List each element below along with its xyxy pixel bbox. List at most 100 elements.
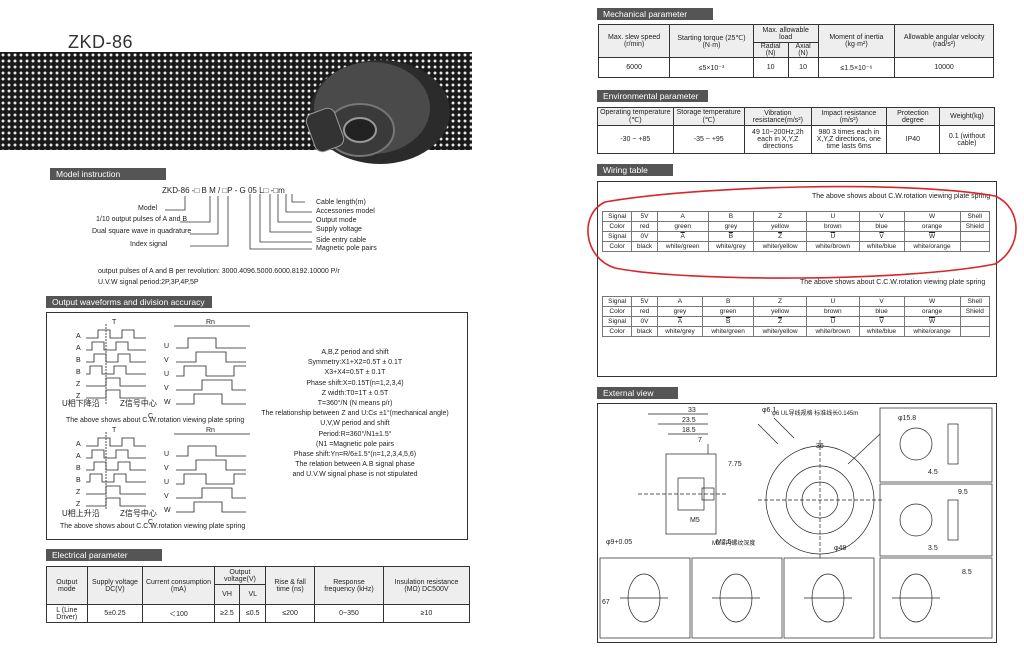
note-line: The relationship between Z and U:C≤ ±1°(… <box>261 410 449 418</box>
th-starting-torque: Starting torque (25℃) (N·m) <box>669 24 754 58</box>
environmental-heading: Environmental parameter <box>597 90 708 102</box>
svg-text:U: U <box>164 451 169 458</box>
cell: white/blue <box>858 326 905 337</box>
cell: white/green <box>702 326 755 337</box>
model-label-pole-pairs: Magnetic pole pairs <box>316 245 377 252</box>
cell: W <box>903 316 961 327</box>
dim-3-5: 3.5 <box>928 545 938 552</box>
th-current: Current consumption (mA) <box>142 566 215 605</box>
note-line: Phase shift:X=0.15T(n=1,2,3,4) <box>306 379 404 387</box>
dim-m2-5: M2.5 <box>716 539 732 546</box>
cell <box>959 241 991 252</box>
cell: ≥2.5 <box>213 604 241 623</box>
dim-phi48: φ48 <box>834 545 846 552</box>
cell: white/brown <box>806 241 860 252</box>
cell: green <box>702 306 755 317</box>
th-radial: Radial (N) <box>752 42 789 58</box>
cell: Z <box>753 296 808 307</box>
th-insulation: Insulation resistance (MΩ) DC500V <box>382 566 471 605</box>
cell: ≤5×10⁻³ <box>669 57 754 78</box>
electrical-table: Output mode Supply voltage DC(V) Current… <box>46 566 471 623</box>
mechanical-heading: Mechanical parameter <box>597 8 713 20</box>
svg-text:C: C <box>148 413 153 420</box>
cell: black <box>631 326 658 337</box>
cell: ＜100 <box>142 604 215 623</box>
th-output-voltage: Output voltage(V) <box>213 566 267 585</box>
cell: 5±0.25 <box>86 604 144 623</box>
th-output-mode: Output mode <box>46 566 88 605</box>
cell: Shield <box>959 306 991 317</box>
cn-label-z-center-bottom: Z信号中心 <box>120 509 157 518</box>
dim-phi9: φ9+0.05 <box>606 539 632 546</box>
waveform-diagrams: AAB BZZ UVU VW RnT AAB BZZ UVU VW RnT CC <box>76 319 250 526</box>
svg-text:Z: Z <box>76 501 81 508</box>
model-label-supply-voltage: Supply voltage <box>316 226 362 233</box>
dim-4-5: 4.5 <box>928 469 938 476</box>
cell: brown <box>806 306 860 317</box>
th-operating-temp: Operating temperature (℃) <box>597 107 674 126</box>
th-vl: VL <box>239 584 267 605</box>
model-leader-lines <box>165 194 312 250</box>
svg-text:Z: Z <box>76 393 81 400</box>
th-axial: Axial (N) <box>787 42 819 58</box>
cell: Z <box>753 316 808 327</box>
cell: 49 10~200Hz,2h each in X,Y,Z directions <box>743 125 812 154</box>
svg-text:V: V <box>164 465 169 472</box>
svg-text:W: W <box>164 507 171 514</box>
pulses-line: output pulses of A and B per revolution:… <box>98 268 340 275</box>
electrical-heading: Electrical parameter <box>46 549 162 561</box>
th-angular-velocity: Allowable angular velocity (rad/s²) <box>894 24 994 58</box>
svg-text:V: V <box>164 493 169 500</box>
th-storage-temp: Storage temperature (℃) <box>672 107 745 126</box>
cn-label-u-rising: U相上升沿 <box>62 509 100 518</box>
note-line: The relation between A.B signal phase <box>295 461 415 469</box>
model-instruction-heading: Model instruction <box>50 168 166 180</box>
cell: U <box>806 316 860 327</box>
cell: 6000 <box>597 57 671 78</box>
th-response: Response frequency (kHz) <box>314 566 384 605</box>
svg-text:T: T <box>112 427 117 434</box>
dim-36: 36 <box>816 443 824 450</box>
note-line: Z width:T0=1T ± 0.5T <box>321 389 389 397</box>
dim-23-5: 23.5 <box>682 417 696 424</box>
note-line: U,V,W period and shift <box>320 420 390 428</box>
dim-33: 33 <box>688 407 696 414</box>
cable-note: φ6 UL导线规格 标准线长0.145m <box>772 411 859 417</box>
waveform-notes: A,B,Z period and shift Symmetry:X1+X2=0.… <box>250 348 460 481</box>
model-label-cable-length: Cable length(m) <box>316 199 366 206</box>
cell: B <box>702 296 755 307</box>
note-line: Phase shift:Yn=R/6±1.5°(n=1,2,3,4,5,6) <box>293 451 417 459</box>
cell: Signal <box>601 316 633 327</box>
svg-text:B: B <box>76 477 81 484</box>
cell: Color <box>601 326 633 337</box>
cell: Signal <box>601 296 633 307</box>
note-line: A,B,Z period and shift <box>321 349 389 356</box>
cell: grey <box>656 306 704 317</box>
svg-text:B: B <box>76 465 81 472</box>
svg-text:V: V <box>164 385 169 392</box>
cell: V <box>858 316 905 327</box>
svg-text:U: U <box>164 343 169 350</box>
environmental-table: Operating temperature (℃) Storage temper… <box>597 107 996 154</box>
svg-text:A: A <box>76 333 81 340</box>
th-impact: Impact resistance (m/s²) <box>810 107 887 126</box>
product-title: ZKD-86 <box>68 32 134 52</box>
cell: W <box>903 296 961 307</box>
svg-text:V: V <box>164 357 169 364</box>
model-label-quadrature: Dual square wave in quadrature <box>92 228 192 235</box>
dim-67: 67 <box>602 599 610 606</box>
cell: A <box>656 316 704 327</box>
dim-9-5: 9.5 <box>958 489 968 496</box>
svg-text:A: A <box>76 441 81 448</box>
dim-7-75: 7.75 <box>728 461 742 468</box>
cell: 0V <box>631 316 658 327</box>
cell: 0~350 <box>314 604 384 623</box>
cell: ≤200 <box>265 604 316 623</box>
mechanical-table: Max. slew speed (r/min) Starting torque … <box>597 24 994 78</box>
red-highlight-ellipse <box>587 185 1017 279</box>
svg-text:C: C <box>148 519 153 526</box>
waveform-ccw-caption: The above shows about C.C.W.rotation vie… <box>60 523 246 530</box>
cell: 5V <box>631 296 658 307</box>
